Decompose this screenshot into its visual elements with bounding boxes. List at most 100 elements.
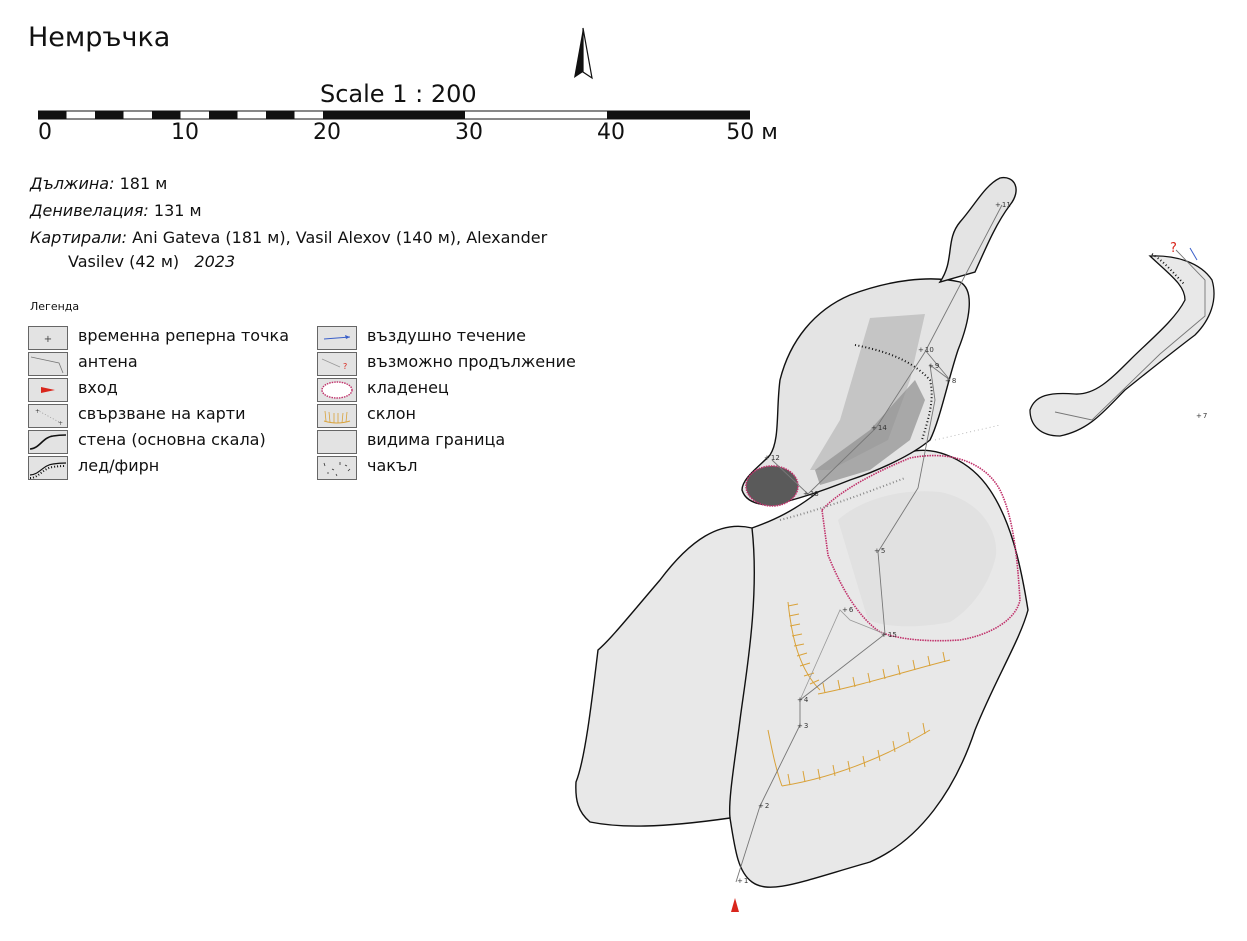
pit-inner — [838, 491, 997, 627]
map-connection-line — [934, 424, 1001, 441]
right-passage — [1029, 255, 1215, 437]
continuation-icon: ? — [317, 352, 357, 376]
legend-item: кладенец — [317, 376, 617, 402]
scale-bar — [38, 110, 750, 120]
map-connection-icon: + + — [28, 404, 68, 428]
legend-label: стена (основна скала) — [78, 430, 266, 449]
svg-text:?: ? — [343, 362, 347, 371]
visible-border-icon — [317, 430, 357, 454]
depth-label: Денивелация: — [30, 201, 149, 220]
slope-3 — [767, 722, 931, 787]
air-draught-icon — [317, 326, 357, 350]
ice-edge-2 — [779, 477, 906, 521]
stations: +1 +2 +3 +4 +5 +6 +7 +8 +9 +10 +11 +12 +… — [737, 201, 1207, 885]
continuation-icon: ? — [1170, 241, 1177, 256]
legend-title: Легенда — [30, 300, 80, 313]
legend-item: склон — [317, 402, 617, 428]
svg-text:+: + — [44, 334, 52, 345]
survey-line — [735, 349, 951, 883]
depth-line: Денивелация: 131 м — [30, 201, 202, 220]
surveyors-text: Ani Gateva (181 м), Vasil Alexov (140 м)… — [132, 228, 548, 247]
legend-item: ? възможно продължение — [317, 350, 617, 376]
survey-line-2 — [799, 609, 886, 701]
scale-label-30: 30 — [455, 120, 483, 145]
legend-label: антена — [78, 352, 138, 371]
upper-passage — [938, 176, 1017, 284]
station-14: +14 — [871, 424, 887, 432]
legend-item: чакъл — [317, 454, 617, 480]
station-3: +3 — [797, 722, 808, 730]
survey-year: 2023 — [194, 252, 236, 271]
debris-icon — [317, 456, 357, 480]
station-4: +4 — [797, 696, 809, 704]
station-7: +7 — [1196, 412, 1207, 420]
station-1: +1 — [737, 877, 748, 885]
pit-outline — [821, 454, 1021, 642]
entrance-icon — [28, 378, 68, 402]
station-6: +6 — [842, 606, 854, 614]
depth-value: 131 м — [153, 201, 202, 220]
scale-label-40: 40 — [597, 120, 625, 145]
legend-item: видима граница — [317, 428, 617, 454]
length-value: 181 м — [119, 174, 168, 193]
air-draught-icon — [1189, 247, 1198, 261]
legend-item: стена (основна скала) — [28, 428, 328, 454]
station-5: +5 — [874, 547, 885, 555]
legend-item: + + свързване на карти — [28, 402, 328, 428]
legend-label: чакъл — [367, 456, 418, 475]
inner-shading-2 — [815, 380, 925, 485]
surveyors-line: Картирали: Ani Gateva (181 м), Vasil Ale… — [30, 228, 547, 247]
station-13: +13 — [803, 490, 819, 498]
legend-label: кладенец — [367, 378, 449, 397]
legend-label: лед/фирн — [78, 456, 160, 475]
slope-2 — [817, 651, 951, 695]
right-passage-ice — [1151, 253, 1186, 286]
antenna-icon — [28, 352, 68, 376]
inner-shading — [810, 314, 925, 470]
legend-label: въздушно течение — [367, 326, 526, 345]
scale-label-10: 10 — [171, 120, 199, 145]
survey-line-4 — [1054, 249, 1206, 421]
legend-label: свързване на карти — [78, 404, 246, 423]
surveyors-line-2: Vasilev (42 м) 2023 — [68, 252, 235, 271]
wall-icon — [28, 430, 68, 454]
length-label: Дължина: — [30, 174, 115, 193]
north-arrow-icon — [574, 27, 593, 80]
entrance-icon — [731, 898, 739, 912]
station-11: +11 — [995, 201, 1011, 209]
legend-label: вход — [78, 378, 118, 397]
slope-icon — [317, 404, 357, 428]
station-9: +9 — [928, 362, 939, 370]
scale-title: Scale 1 : 200 — [320, 80, 477, 108]
scale-label-50: 50 м — [726, 120, 778, 145]
pit-dark — [745, 465, 799, 507]
slope-1 — [787, 601, 821, 691]
station-12: +12 — [764, 454, 780, 462]
legend-item: + временна реперна точка — [28, 324, 328, 350]
pit-icon — [317, 378, 357, 402]
lower-chamber-wall — [728, 527, 755, 819]
station-2: +2 — [758, 802, 769, 810]
scale-label-0: 0 — [38, 120, 52, 145]
legend-item: вход — [28, 376, 328, 402]
ice-icon — [28, 456, 68, 480]
ice-edge — [854, 344, 933, 441]
station-15: +15 — [881, 631, 897, 639]
scale-label-20: 20 — [313, 120, 341, 145]
survey-line-3 — [771, 204, 1003, 495]
length-line: Дължина: 181 м — [30, 174, 167, 193]
legend-label: склон — [367, 404, 416, 423]
map-title: Немръчка — [28, 22, 171, 53]
legend-label: временна реперна точка — [78, 326, 289, 345]
svg-text:+: + — [58, 420, 63, 427]
surveyors-label: Картирали: — [30, 228, 128, 247]
station-icon: + — [28, 326, 68, 350]
legend-label: видима граница — [367, 430, 506, 449]
legend-item: антена — [28, 350, 328, 376]
svg-text:+: + — [35, 408, 40, 415]
legend-item: лед/фирн — [28, 454, 328, 480]
legend-item: въздушно течение — [317, 324, 617, 350]
legend-label: възможно продължение — [367, 352, 576, 371]
station-8: +8 — [945, 377, 956, 385]
